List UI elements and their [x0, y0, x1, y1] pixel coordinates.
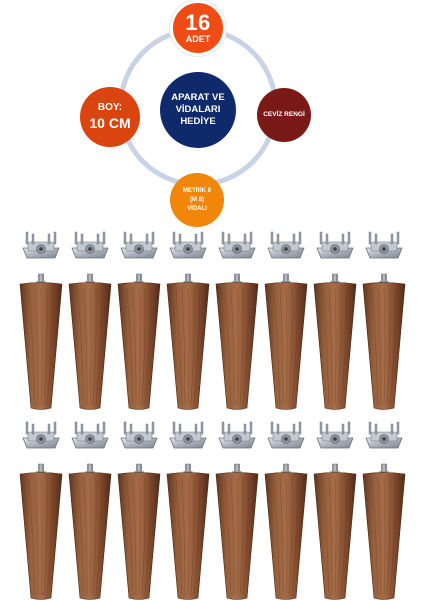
- gift-badge: APARAT VE VİDALARI HEDİYE: [160, 72, 236, 148]
- walnut-leg-icon: [215, 463, 259, 600]
- walnut-leg-icon: [313, 273, 357, 410]
- color-badge: CEVİZ RENGİ: [257, 88, 311, 142]
- mounting-plate-icon: [316, 421, 354, 449]
- gift-line-2: VİDALARI: [175, 104, 221, 116]
- walnut-leg-icon: [215, 273, 259, 410]
- walnut-leg-icon: [166, 273, 210, 410]
- walnut-leg-icon: [166, 463, 210, 600]
- walnut-leg-icon: [313, 463, 357, 600]
- mounting-plate-icon: [71, 421, 109, 449]
- walnut-leg-icon: [19, 463, 63, 600]
- gift-line-1: APARAT VE: [171, 92, 225, 104]
- mounting-plate-icon: [218, 231, 256, 259]
- mounting-plate-icon: [71, 231, 109, 259]
- length-value: 10 CM: [89, 114, 131, 131]
- mounting-plate-icon: [169, 231, 207, 259]
- mounting-plate-icon: [218, 421, 256, 449]
- screw-line-1: METRİK 8: [182, 187, 211, 194]
- walnut-leg-icon: [362, 463, 406, 600]
- mounting-plate-icon: [169, 421, 207, 449]
- mounting-plate-icon: [316, 231, 354, 259]
- length-label: BOY:: [97, 102, 123, 114]
- walnut-leg-icon: [68, 273, 112, 410]
- walnut-leg-icon: [117, 273, 161, 410]
- walnut-leg-icon: [68, 463, 112, 600]
- screw-line-3: VİDALI: [187, 205, 207, 212]
- gift-line-3: HEDİYE: [180, 115, 216, 127]
- walnut-leg-icon: [117, 463, 161, 600]
- walnut-leg-icon: [19, 273, 63, 410]
- feature-infographic: 16 ADET BOY: 10 CM APARAT VE VİDALARI HE…: [0, 0, 424, 230]
- mounting-plate-icon: [267, 231, 305, 259]
- color-label: CEVİZ RENGİ: [263, 110, 305, 118]
- mounting-plate-icon: [365, 231, 403, 259]
- mounting-plate-icon: [120, 231, 158, 259]
- quantity-value: 16: [185, 10, 211, 36]
- walnut-leg-icon: [362, 273, 406, 410]
- mounting-plate-icon: [267, 421, 305, 449]
- screw-badge: METRİK 8 (M 8) VİDALI: [170, 173, 224, 227]
- mounting-plate-icon: [120, 421, 158, 449]
- mounting-plate-icon: [365, 421, 403, 449]
- length-badge: BOY: 10 CM: [80, 87, 140, 147]
- quantity-badge: 16 ADET: [170, 0, 226, 56]
- mounting-plate-icon: [22, 231, 60, 259]
- quantity-unit: ADET: [185, 34, 211, 45]
- walnut-leg-icon: [264, 273, 308, 410]
- screw-line-2: (M 8): [190, 196, 204, 203]
- walnut-leg-icon: [264, 463, 308, 600]
- mounting-plate-icon: [22, 421, 60, 449]
